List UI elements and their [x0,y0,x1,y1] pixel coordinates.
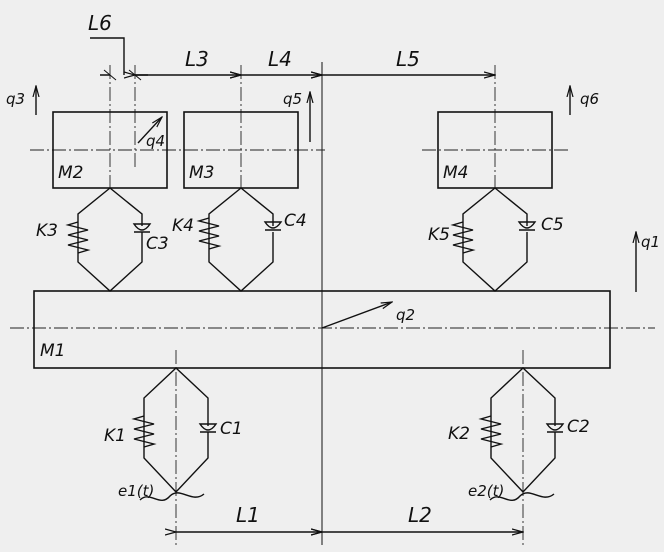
mass-m4-label: M4 [443,163,468,183]
dimension-l3-label: L3 [185,47,209,71]
coordinate-q1-label: q1 [641,233,660,251]
damper-c1-label: C1 [220,419,243,439]
dimension-l2-label: L2 [408,503,432,527]
mass-m1-label: M1 [40,341,65,361]
coordinate-arrows: q3 q4 q5 q6 q1 q2 [6,86,660,329]
center-lines [10,62,655,545]
arrow-q4 [137,117,162,144]
coordinate-q6-label: q6 [580,90,599,108]
spring-k2 [478,415,504,448]
spring-k5-label: K5 [428,225,450,245]
dimension-l6 [90,37,148,76]
dimension-l6-tick-right [128,69,142,81]
suspension-k5-c5: K5 C5 [428,187,564,292]
spring-k5 [450,221,476,254]
mass-m1: M1 [33,290,611,369]
dimension-l1-label: L1 [236,503,260,527]
dimension-lines: L3 L4 L5 L6 L1 L2 [88,11,523,532]
excitation-e2-label: e2(t) [468,482,504,500]
mass-m2-label: M2 [58,163,83,183]
damper-c5 [517,221,537,231]
arrow-q2 [321,302,392,329]
suspension-k3-c3: K3 C3 [36,187,169,292]
damper-c4-label: C4 [284,211,307,231]
damper-c2 [545,423,565,433]
road-profile-front [139,492,205,501]
damper-c4 [263,221,283,231]
spring-k2-label: K2 [448,424,470,444]
coordinate-q5-label: q5 [283,90,302,108]
damper-c3-label: C3 [146,234,169,254]
coordinate-q2-label: q2 [396,306,415,324]
suspension-k4-c4: K4 C4 [172,187,307,292]
dimension-l5-label: L5 [396,47,420,71]
dimension-l6-label: L6 [88,11,112,35]
spring-k1-label: K1 [104,426,126,446]
damper-c5-label: C5 [541,215,564,235]
spring-k4-label: K4 [172,216,194,236]
damper-c1 [198,423,218,433]
dimension-l6-tick-left [103,69,117,81]
spring-k3 [65,221,91,254]
suspension-k1-c1: K1 C1 e1(t) [104,367,243,501]
excitation-e1-label: e1(t) [118,482,154,500]
spring-k1 [131,415,157,448]
spring-k3-label: K3 [36,221,58,241]
mass-m3-label: M3 [189,163,214,183]
damper-c2-label: C2 [567,417,590,437]
suspension-k2-c2: K2 C2 e2(t) [448,367,590,501]
damper-c3 [132,223,152,233]
road-profile-rear [489,492,555,501]
coordinate-q4-label: q4 [146,132,165,150]
spring-k4 [196,217,222,250]
dimension-l4-label: L4 [268,47,292,71]
coordinate-q3-label: q3 [6,90,25,108]
